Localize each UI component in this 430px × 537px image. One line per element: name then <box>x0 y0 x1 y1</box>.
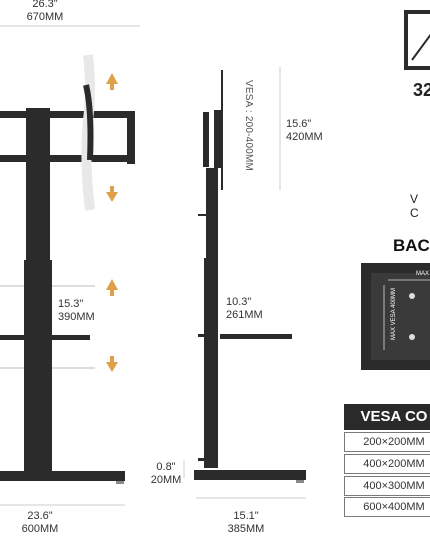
mount-height-mm: 420MM <box>286 131 323 143</box>
base-depth-inches: 15.1" <box>233 510 259 522</box>
shelf-gap-inches: 10.3" <box>226 296 252 308</box>
vesa-table-header: VESA CO <box>344 404 430 430</box>
arm-strap <box>83 84 94 161</box>
arrow-down-mid <box>106 362 118 372</box>
vesa-table-row: 600×400MM <box>344 497 430 517</box>
base-thickness-label: 0.8" 20MM <box>148 461 184 487</box>
height-adjust-mm: 390MM <box>58 311 95 323</box>
side-shelf <box>220 334 292 339</box>
front-bracket-right <box>127 111 135 164</box>
side-base <box>194 470 306 480</box>
screen-icon <box>404 10 430 70</box>
front-base <box>0 471 125 481</box>
side-panel <box>214 110 222 168</box>
back-view-title: BAC <box>393 236 430 255</box>
base-width-label: 23.6" 600MM <box>20 510 60 536</box>
height-adjust-inches: 15.3" <box>58 298 84 310</box>
front-base-foot <box>116 481 124 484</box>
front-rail-top <box>0 111 130 118</box>
side-bracket <box>203 112 209 167</box>
front-shelf <box>0 335 90 340</box>
top-width-inches: 26.3" <box>32 0 58 10</box>
shelf-gap-label: 10.3" 261MM <box>226 296 263 322</box>
arrow-up-mid <box>106 279 118 290</box>
shelf-gap-mm: 261MM <box>226 309 263 321</box>
mount-height-label: 15.6" 420MM <box>286 118 323 144</box>
vesa-table-row: 400×300MM <box>344 476 430 496</box>
base-width-inches: 23.6" <box>27 510 53 522</box>
side-upper-column <box>206 168 218 260</box>
arrow-down-top <box>106 192 118 202</box>
top-width-label: 26.3" 670MM <box>25 0 65 24</box>
mount-height-inches: 15.6" <box>286 118 312 130</box>
vesa-range-label: VESA : 200-400MM <box>243 80 254 172</box>
arrow-up-top <box>106 73 118 84</box>
vesa-table-row: 200×200MM <box>344 432 430 452</box>
front-lower-column <box>24 260 52 473</box>
top-width-mm: 670MM <box>26 11 64 23</box>
back-panel-max-label: MAX <box>416 271 430 277</box>
vesa-table-row: 400×200MM <box>344 454 430 474</box>
base-thickness-inches: 0.8" <box>156 461 176 473</box>
base-thickness-mm: 20MM <box>150 474 182 486</box>
height-adjust-label: 15.3" 390MM <box>58 298 95 324</box>
base-depth-mm: 385MM <box>227 523 265 535</box>
front-rail-bottom <box>0 155 130 162</box>
vc-label: V C <box>410 192 422 220</box>
back-panel-vesa-label: MAX VESA 400MM <box>391 287 397 340</box>
base-width-mm: 600MM <box>21 523 59 535</box>
screen-size-label: 32 <box>413 80 430 100</box>
base-depth-label: 15.1" 385MM <box>226 510 266 536</box>
front-upper-column <box>26 108 50 260</box>
side-lower-column <box>204 258 218 468</box>
